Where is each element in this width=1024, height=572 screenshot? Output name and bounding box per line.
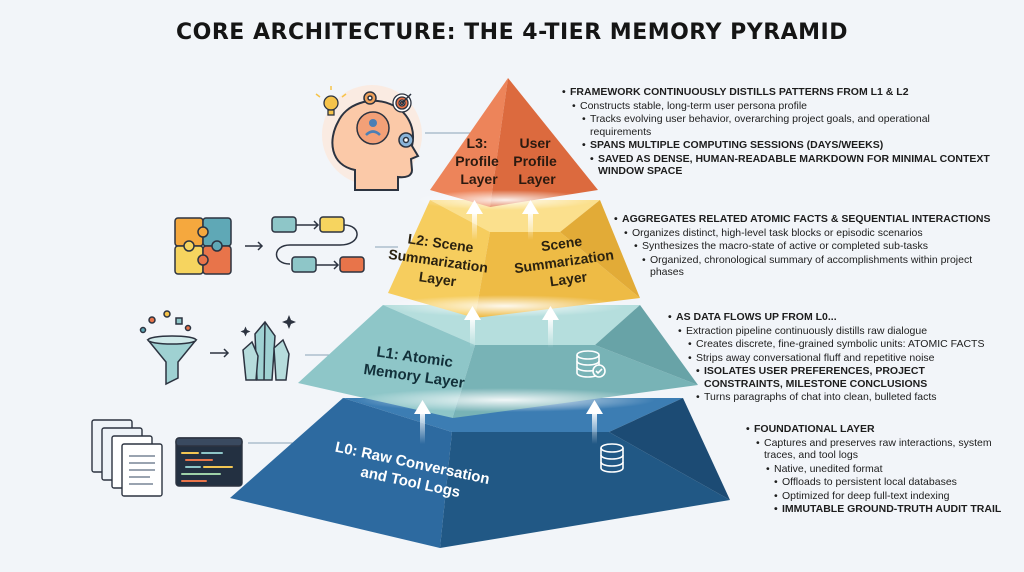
l1-bullet-item: ISOLATES USER PREFERENCES, PROJECT CONST… (696, 365, 1006, 390)
head-with-gears-icon (315, 85, 422, 191)
funnel-and-crystal-icon (139, 310, 296, 386)
l2-description-list: AGGREGATES RELATED ATOMIC FACTS & SEQUEN… (614, 213, 1002, 280)
l3-bullet-item: Constructs stable, long-term user person… (572, 100, 990, 113)
tier-l3 (430, 78, 598, 207)
l0-bullet-item: Native, unedited format (766, 463, 1016, 476)
l1-bullet-item: Extraction pipeline continuously distill… (678, 325, 1006, 338)
l1-bullet-item: Creates discrete, fine-grained symbolic … (688, 338, 1006, 351)
l2-bullet-item: Organized, chronological summary of acco… (642, 254, 1002, 279)
l3-bullet-item: SAVED AS DENSE, HUMAN-READABLE MARKDOWN … (590, 153, 990, 178)
l3-bullet-item: SPANS MULTIPLE COMPUTING SESSIONS (DAYS/… (582, 139, 990, 152)
database-icon (576, 350, 606, 378)
up-arrow-icon (466, 200, 483, 240)
up-arrow-icon (542, 306, 559, 348)
l0-bullet-item: Offloads to persistent local databases (774, 476, 1016, 489)
tier-l0 (230, 398, 730, 548)
l0-bullet-item: FOUNDATIONAL LAYER (746, 423, 1016, 436)
l3-label-right: User Profile Layer (513, 135, 560, 187)
l0-bullet-item: Optimized for deep full-text indexing (774, 490, 1016, 503)
l0-bullet-item: Captures and preserves raw interactions,… (756, 437, 1016, 462)
up-arrow-icon (522, 200, 539, 240)
l1-bullet-item: Turns paragraphs of chat into clean, bul… (696, 391, 1006, 404)
page-title: CORE ARCHITECTURE: THE 4-TIER MEMORY PYR… (176, 20, 848, 45)
puzzle-and-flow-icon (174, 216, 365, 275)
l2-bullet-item: AGGREGATES RELATED ATOMIC FACTS & SEQUEN… (614, 213, 1002, 226)
l2-bullet-item: Synthesizes the macro-state of active or… (634, 240, 1002, 253)
l3-bullet-item: Tracks evolving user behavior, overarchi… (582, 113, 990, 138)
l1-description-list: AS DATA FLOWS UP FROM L0...Extraction pi… (668, 311, 1006, 405)
up-arrow-icon (464, 306, 481, 348)
l1-bullet-item: AS DATA FLOWS UP FROM L0... (668, 311, 1006, 324)
l1-bullet-item: Strips away conversational fluff and rep… (688, 352, 1006, 365)
l3-bullet-item: FRAMEWORK CONTINUOUSLY DISTILLS PATTERNS… (562, 86, 990, 99)
flow-arrows (414, 200, 603, 444)
l2-bullet-item: Organizes distinct, high-level task bloc… (624, 227, 1002, 240)
l0-description-list: FOUNDATIONAL LAYERCaptures and preserves… (746, 423, 1016, 517)
l3-description-list: FRAMEWORK CONTINUOUSLY DISTILLS PATTERNS… (562, 86, 990, 179)
up-arrow-icon (586, 400, 603, 444)
documents-and-code-icon (91, 419, 243, 497)
l3-label-left: L3: Profile Layer (455, 135, 502, 187)
database-icon (600, 443, 624, 473)
l0-bullet-item: IMMUTABLE GROUND-TRUTH AUDIT TRAIL (774, 503, 1016, 516)
up-arrow-icon (414, 400, 431, 444)
